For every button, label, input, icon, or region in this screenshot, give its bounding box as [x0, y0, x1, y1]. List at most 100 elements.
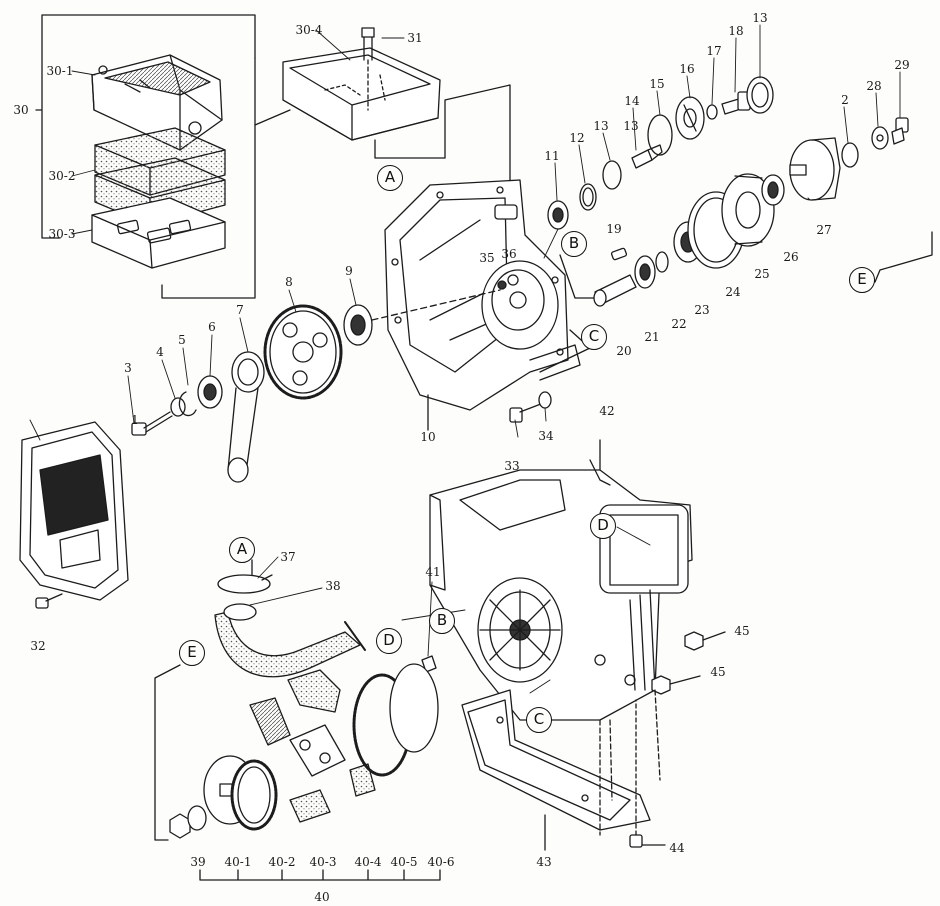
part-label-19: 19: [606, 222, 622, 236]
side-cover-1: [19, 421, 129, 601]
disc-40-6: [389, 663, 439, 753]
part-label-42: 42: [599, 404, 615, 418]
gasket-13-c: [746, 76, 774, 114]
shaft-centerline: [371, 289, 501, 321]
part-label-45-b: 45: [710, 665, 726, 679]
part-label-30-4: 30-4: [295, 23, 323, 37]
air-cleaner-case: [282, 47, 441, 141]
part-label-13-a: 13: [593, 119, 609, 133]
group-40-bracket: [199, 869, 441, 881]
air-cleaner-base: [91, 197, 226, 269]
gear-8: [263, 304, 343, 400]
part-label-32: 32: [30, 639, 46, 653]
part-label-26: 26: [783, 250, 799, 264]
part-label-23: 23: [694, 303, 710, 317]
part-label-30-3: 30-3: [48, 227, 76, 241]
part-label-16: 16: [679, 62, 695, 76]
part-label-14: 14: [624, 94, 640, 108]
part-label-34: 34: [538, 429, 554, 443]
oring-2: [841, 142, 859, 168]
part-label-44: 44: [669, 841, 685, 855]
part-label-38: 38: [325, 579, 341, 593]
washer-17: [706, 104, 718, 120]
connector-d-top: D: [590, 513, 616, 539]
part-label-31: 31: [407, 31, 423, 45]
connector-a-top: A: [377, 165, 403, 191]
part-label-39: 39: [190, 855, 206, 869]
part-label-30: 30: [13, 103, 29, 117]
part-label-13-b: 13: [623, 119, 639, 133]
ring-13-a: [602, 160, 622, 190]
air-cleaner-bracket: [35, 14, 291, 299]
bolt-3: [131, 411, 173, 436]
pulley-27: [789, 137, 841, 201]
leader-e-low: [154, 664, 181, 841]
part-label-45-a: 45: [734, 624, 750, 638]
part-label-27: 27: [816, 223, 832, 237]
circlip-5: [178, 391, 197, 417]
part-label-30-1: 30-1: [46, 64, 74, 78]
part-label-28: 28: [866, 79, 882, 93]
shaft-20: [593, 274, 637, 307]
part-label-3: 3: [124, 361, 132, 375]
leader-a-top: [374, 139, 446, 159]
label-leaders: [29, 24, 901, 694]
part-label-15: 15: [649, 77, 665, 91]
leader-b-top: [559, 254, 601, 299]
nut-45-b: [651, 675, 701, 695]
part-label-40-3: 40-3: [309, 855, 337, 869]
part-label-8: 8: [285, 275, 293, 289]
ring-gear-40-2: [230, 759, 278, 831]
part-label-43: 43: [536, 855, 552, 869]
part-label-40-5: 40-5: [390, 855, 418, 869]
bearing-26: [761, 174, 785, 206]
connector-b-top: B: [561, 231, 587, 257]
connector-b-bottom: B: [429, 608, 455, 634]
part-label-40-2: 40-2: [268, 855, 296, 869]
hose-clamp-37: [217, 574, 273, 594]
washer-28: [871, 126, 889, 150]
bolt-18: [721, 91, 751, 115]
part-label-20: 20: [616, 344, 632, 358]
part-label-40-6: 40-6: [427, 855, 455, 869]
part-label-17: 17: [706, 44, 722, 58]
part-label-6: 6: [208, 320, 216, 334]
leader-a-to-case: [444, 84, 511, 211]
connector-e-top: E: [849, 267, 875, 293]
cover-16: [675, 96, 705, 140]
air-cleaner-cover: [91, 54, 223, 151]
part-label-30-2: 30-2: [48, 169, 76, 183]
oring-15: [647, 114, 673, 156]
plug-36: [507, 274, 519, 286]
connecting-rod-7: [227, 351, 265, 483]
flange-25: [721, 173, 775, 247]
bearing-21: [634, 255, 656, 289]
mounting-bracket-43: [461, 689, 651, 831]
bolt-29: [891, 117, 909, 145]
connector-c-top: C: [581, 324, 607, 350]
part-label-37: 37: [280, 550, 296, 564]
part-label-5: 5: [178, 333, 186, 347]
key-19: [610, 247, 628, 261]
bearing-9: [343, 304, 373, 346]
part-label-11: 11: [544, 149, 560, 163]
part-label-12: 12: [569, 131, 585, 145]
bearing-6: [197, 375, 223, 409]
part-label-22: 22: [671, 317, 687, 331]
part-label-40-1: 40-1: [224, 855, 252, 869]
part-label-1: 1: [131, 413, 139, 427]
part-label-25: 25: [754, 267, 770, 281]
part-label-4: 4: [156, 345, 164, 359]
connector-a-bottom: A: [229, 537, 255, 563]
stud-guides: [599, 689, 661, 836]
coupling-40-4: [289, 724, 376, 823]
bolt-32: [35, 593, 63, 609]
plug-35: [497, 280, 507, 290]
part-label-40-4: 40-4: [354, 855, 382, 869]
connector-d-bottom: D: [376, 628, 402, 654]
part-label-36: 36: [501, 247, 517, 261]
connector-c-bottom: C: [526, 707, 552, 733]
bolt-31: [361, 27, 375, 111]
